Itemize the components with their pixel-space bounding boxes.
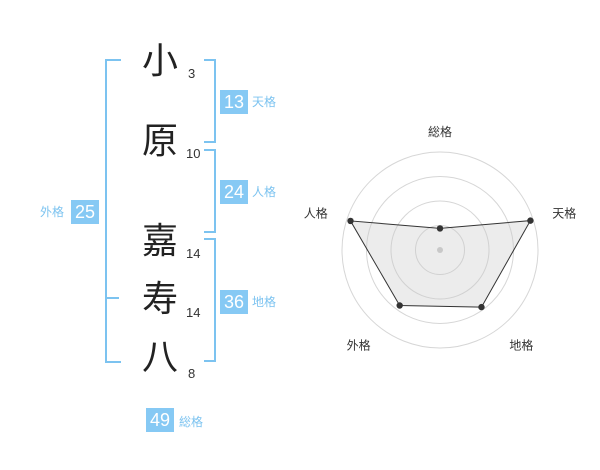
radar-axis-label-3: 地格	[509, 337, 533, 352]
name-char-1: 小	[141, 41, 178, 82]
tenkaku-bracket	[204, 59, 216, 143]
name-char-2: 原	[141, 121, 178, 162]
gaikaku-value-badge: 25	[71, 200, 99, 224]
stroke-count-3: 14	[186, 246, 201, 261]
chikaku-bracket	[204, 238, 216, 362]
name-char-4: 寿	[141, 279, 178, 320]
gaikaku-bracket	[105, 59, 121, 363]
gaikaku-label: 外格	[40, 205, 65, 219]
radar-point-1	[436, 225, 444, 232]
radar-point-4	[396, 302, 403, 309]
gaikaku-bracket-tick	[105, 297, 119, 299]
stroke-count-4: 14	[186, 305, 201, 320]
jinkaku-label: 人格	[252, 185, 277, 199]
radar-ring-4	[341, 151, 539, 349]
radar-axis-label-5: 人格	[304, 206, 328, 221]
radar-axis-label-1: 総格	[428, 124, 452, 139]
soukaku-label: 総格	[179, 415, 204, 429]
stroke-count-2: 10	[186, 146, 201, 161]
radar-ring-2	[390, 200, 490, 300]
chikaku-label: 地格	[252, 295, 277, 309]
radar-point-5	[347, 217, 354, 225]
radar-data-polygon	[349, 220, 532, 308]
jinkaku-bracket	[204, 149, 216, 233]
radar-point-2	[527, 217, 534, 224]
radar-point-3	[478, 303, 485, 311]
soukaku-value-badge: 49	[146, 408, 174, 432]
chikaku-value-badge: 36	[220, 290, 248, 314]
tenkaku-label: 天格	[252, 95, 277, 109]
radar-axis-label-4: 外格	[347, 337, 371, 352]
stroke-count-5: 8	[188, 366, 196, 381]
name-char-5: 八	[141, 337, 178, 378]
jinkaku-value-badge: 24	[220, 180, 248, 204]
radar-axis-label-2: 天格	[552, 206, 576, 221]
tenkaku-value-badge: 13	[220, 90, 248, 114]
stroke-count-1: 3	[188, 66, 196, 81]
name-char-3: 嘉	[141, 221, 178, 262]
radar-center-dot	[437, 247, 443, 253]
